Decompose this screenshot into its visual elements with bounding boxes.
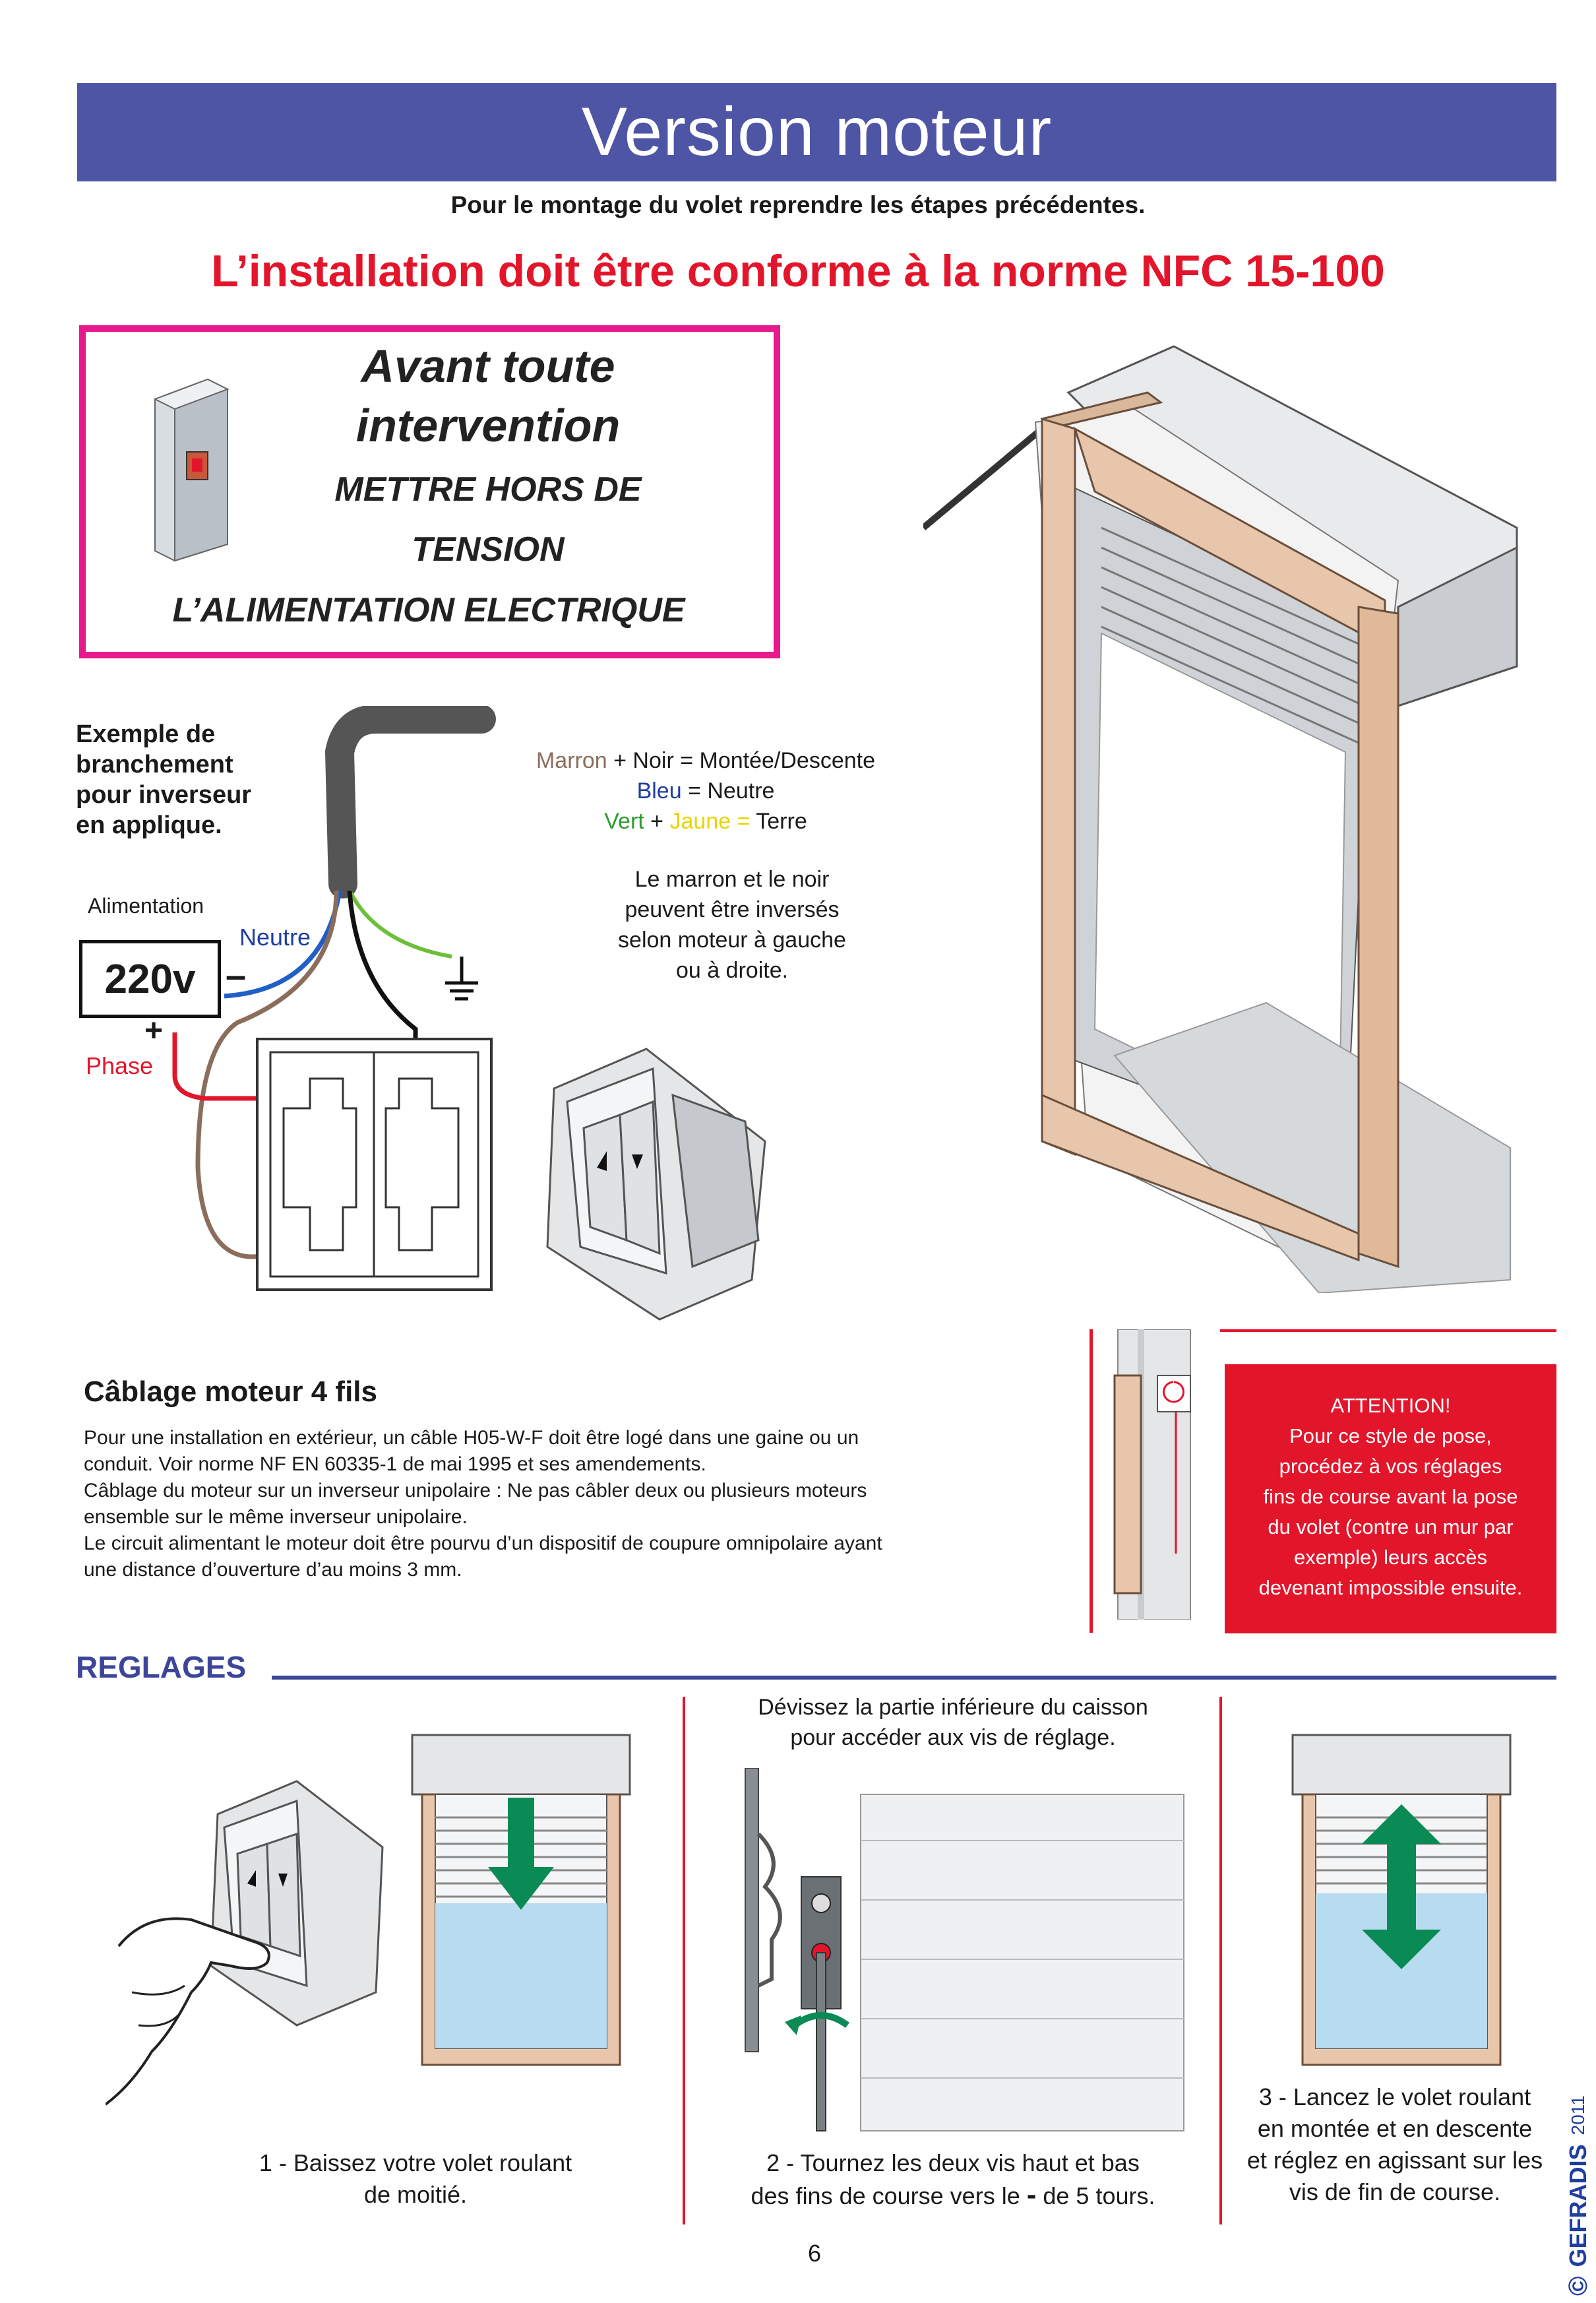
legend-line-2: Bleu = Neutre: [455, 776, 956, 806]
cablage-line-2: conduit. Voir norme NF EN 60335-1 de mai…: [84, 1453, 706, 1475]
step-3-line-4: vis de fin de course.: [1289, 2178, 1501, 2205]
step-divider-1: [683, 1697, 685, 2224]
wall-switch-illustration: [546, 1048, 766, 1321]
legend-plus: +: [644, 809, 670, 834]
legend-terre: Terre: [756, 809, 807, 834]
step-2-text-b: de 5 tours.: [1036, 2182, 1155, 2209]
subtitle: Pour le montage du volet reprendre les é…: [450, 191, 1146, 218]
attention-line-6: exemple) leurs accès: [1294, 1546, 1487, 1569]
attention-line-5: du volet (contre un mur par: [1268, 1515, 1514, 1538]
example-line-4: en applique.: [76, 811, 222, 839]
attention-line-7: devenant impossible ensuite.: [1258, 1576, 1523, 1599]
cablage-line-3: Câblage du moteur sur un inverseur unipo…: [84, 1480, 867, 1501]
step-2-line-2: des fins de course vers le - de 5 tours.: [699, 2179, 1207, 2212]
alimentation-label: Alimentation: [88, 894, 204, 918]
limit-screw-adjustment-illustration: [745, 1768, 1184, 2131]
step-2-text-a: des fins de course vers le: [751, 2182, 1027, 2209]
example-line-1: Exemple de: [76, 720, 216, 748]
shutter-up-down-illustration: [1291, 1734, 1512, 2066]
warning-line-5: L’ALIMENTATION ELECTRIQUE: [172, 591, 685, 629]
red-divider-left: [1090, 1329, 1093, 1633]
page-title-banner: Version moteur: [77, 83, 1556, 181]
copyright-symbol: ©: [1563, 2276, 1593, 2296]
example-line-3: pour inverseur: [76, 781, 252, 809]
brand-mark: © GEFRADIS 2011: [1562, 2058, 1595, 2296]
legend-vert: Vert: [604, 809, 644, 834]
voltage-box: 220v: [79, 940, 221, 1018]
legend-bleu: Bleu: [636, 778, 682, 804]
warning-line-1: Avant toute: [361, 340, 615, 392]
reglages-intro: Dévissez la partie inférieure du caisson…: [699, 1692, 1207, 1753]
minus-sign: –: [226, 954, 247, 995]
wiring-diagram: [172, 706, 496, 1291]
note-line-3: selon moteur à gauche: [618, 928, 846, 953]
page-title: Version moteur: [581, 94, 1053, 170]
attention-line-4: fins de course avant la pose: [1263, 1485, 1518, 1508]
window-roller-shutter-illustration: [923, 345, 1518, 1293]
legend-line-1: Marron + Noir = Montée/Descente: [455, 745, 956, 776]
cablage-title: Câblage moteur 4 fils: [84, 1375, 378, 1408]
brand-year: 2011: [1568, 2095, 1588, 2135]
attention-box: ATTENTION! Pour ce style de pose, procéd…: [1225, 1364, 1556, 1633]
warning-box: [79, 325, 780, 658]
step-2-caption: 2 - Tournez les deux vis haut et bas des…: [699, 2147, 1207, 2212]
step-1-caption: 1 - Baissez votre volet roulant de moiti…: [224, 2147, 607, 2211]
hand-pressing-switch-illustration: [106, 1780, 384, 2106]
note-line-2: peuvent être inversés: [625, 897, 840, 922]
note-line-4: ou à droite.: [675, 958, 789, 983]
legend-neutre-desc: = Neutre: [681, 778, 775, 804]
step-2-line-1: 2 - Tournez les deux vis haut et bas: [766, 2149, 1140, 2176]
step-1-line-1: 1 - Baissez votre volet roulant: [259, 2149, 572, 2176]
intro-line-2: pour accéder aux vis de réglage.: [790, 1725, 1116, 1750]
phase-label: Phase: [86, 1052, 154, 1079]
intro-line-1: Dévissez la partie inférieure du caisson: [758, 1695, 1148, 1720]
wire-note: Le marron et le noir peuvent être invers…: [567, 864, 897, 986]
attention-line-1: ATTENTION!: [1330, 1394, 1451, 1417]
cablage-line-4: ensemble sur le même inverseur unipolair…: [84, 1506, 468, 1528]
legend-eq: =: [731, 809, 756, 834]
cablage-line-6: une distance d’ouverture d’au moins 3 mm…: [84, 1559, 462, 1581]
step-3-line-2: en montée et en descente: [1257, 2115, 1533, 2142]
voltage-value: 220v: [104, 956, 196, 1002]
reglages-title: REGLAGES: [76, 1650, 247, 1684]
section-view-illustration: [1113, 1329, 1191, 1620]
norme-heading: L’installation doit être conforme à la n…: [211, 246, 1385, 296]
legend-noir-desc: + Noir = Montée/Descente: [607, 748, 876, 773]
warning-line-2: intervention: [355, 400, 621, 451]
reglages-rule: [272, 1676, 1556, 1680]
neutre-label: Neutre: [239, 924, 311, 951]
attention-line-3: procédez à vos réglages: [1279, 1455, 1502, 1478]
legend-jaune: Jaune: [669, 809, 731, 834]
warning-line-3: METTRE HORS DE: [334, 470, 642, 509]
cablage-body: Pour une installation en extérieur, un c…: [84, 1425, 1099, 1583]
red-divider-top: [1220, 1329, 1556, 1332]
legend-marron: Marron: [536, 748, 607, 773]
cablage-line-5: Le circuit alimentant le moteur doit êtr…: [84, 1532, 882, 1554]
step-1-line-2: de moitié.: [363, 2181, 468, 2208]
example-line-2: branchement: [76, 751, 233, 778]
step-3-line-3: et réglez en agissant sur les: [1246, 2147, 1543, 2174]
page-number: 6: [808, 2240, 822, 2267]
warning-line-4: TENSION: [412, 530, 565, 569]
legend-line-3: Vert + Jaune = Terre: [455, 806, 956, 836]
brand-name: GEFRADIS: [1564, 2144, 1591, 2267]
attention-line-2: Pour ce style de pose,: [1289, 1424, 1492, 1447]
step-3-caption: 3 - Lancez le volet roulant en montée et…: [1223, 2081, 1566, 2208]
cablage-line-1: Pour une installation en extérieur, un c…: [84, 1427, 859, 1449]
shutter-half-down-illustration: [411, 1734, 631, 2066]
note-line-1: Le marron et le noir: [634, 867, 830, 892]
plus-sign: +: [144, 1013, 164, 1048]
step-2-minus: -: [1026, 2178, 1037, 2211]
electrical-cabinet-icon: [153, 378, 230, 562]
step-3-line-1: 3 - Lancez le volet roulant: [1258, 2083, 1531, 2110]
step-divider-2: [1219, 1697, 1222, 2224]
wire-legend: Marron + Noir = Montée/Descente Bleu = N…: [455, 745, 956, 836]
